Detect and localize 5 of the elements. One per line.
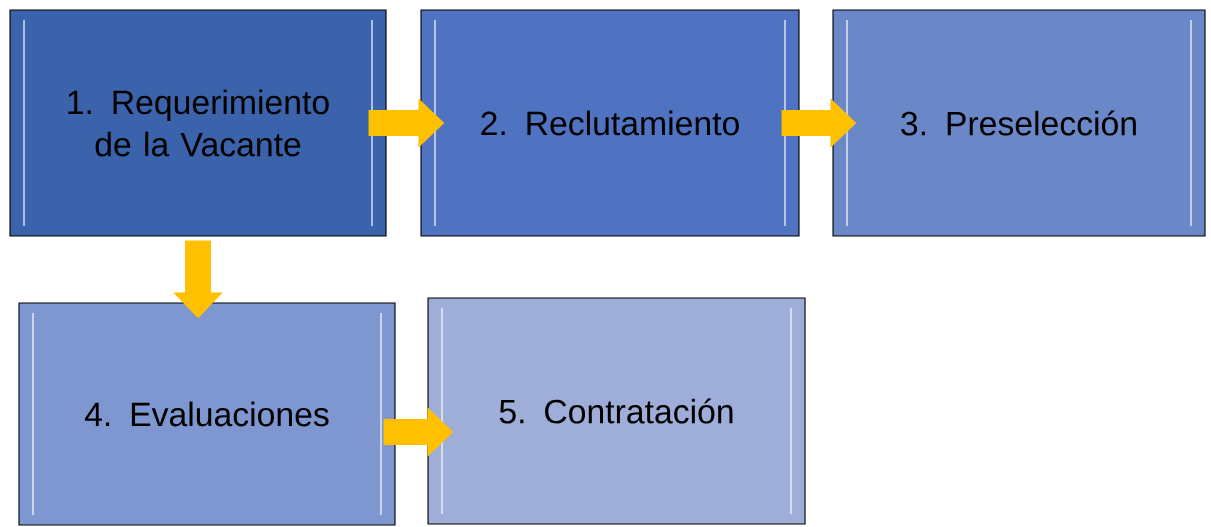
process-box: 5. Contratación [427,297,806,525]
process-box: 2. Reclutamiento [420,9,800,237]
process-box: 4. Evaluaciones [18,302,396,526]
process-box: 1. Requerimiento de la Vacante [9,9,387,237]
process-box: 3. Preselección [832,9,1206,237]
